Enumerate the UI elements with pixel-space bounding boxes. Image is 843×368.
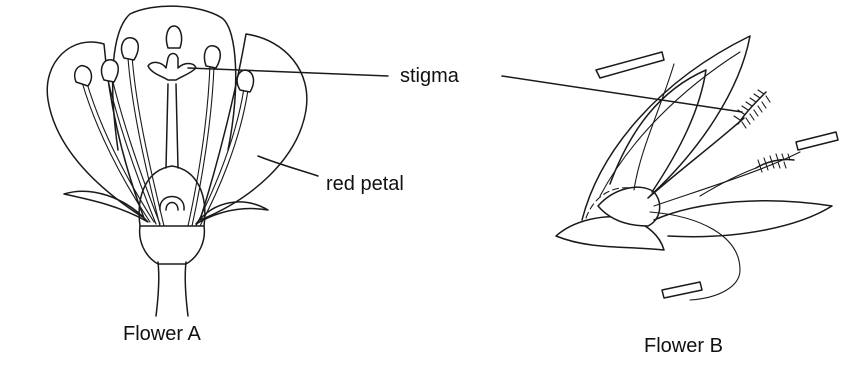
stigma-leader-a bbox=[188, 68, 388, 76]
flower-b-drawing bbox=[556, 36, 838, 300]
flower-b-stamens bbox=[596, 52, 838, 300]
flower-a-receptacle bbox=[140, 226, 205, 264]
flower-a-anther-top bbox=[166, 26, 181, 48]
flower-b-ovary bbox=[598, 187, 660, 226]
flower-a-ovule bbox=[160, 197, 184, 211]
flower-b-stigma-feathery-2 bbox=[700, 154, 794, 196]
stigma-leader-b bbox=[502, 76, 742, 112]
caption-flower-b: Flower B bbox=[644, 335, 723, 357]
caption-flower-a: Flower A bbox=[123, 323, 201, 345]
label-stigma: stigma bbox=[400, 65, 460, 87]
flower-b-petal-middle bbox=[610, 70, 706, 192]
flower-a-petal-left bbox=[47, 42, 144, 218]
flower-b-petal-lower bbox=[654, 201, 832, 237]
flower-b-petal-upper-inner bbox=[600, 52, 740, 196]
flower-b-style bbox=[648, 118, 744, 198]
label-red-petal: red petal bbox=[326, 173, 404, 195]
flower-b-stigma-feathery bbox=[734, 90, 770, 128]
flower-a-drawing bbox=[47, 6, 307, 316]
flower-a-style bbox=[166, 84, 178, 168]
red-petal-leader bbox=[258, 156, 318, 176]
flower-a-stalk bbox=[156, 262, 188, 316]
flower-a-stigma bbox=[148, 54, 196, 81]
